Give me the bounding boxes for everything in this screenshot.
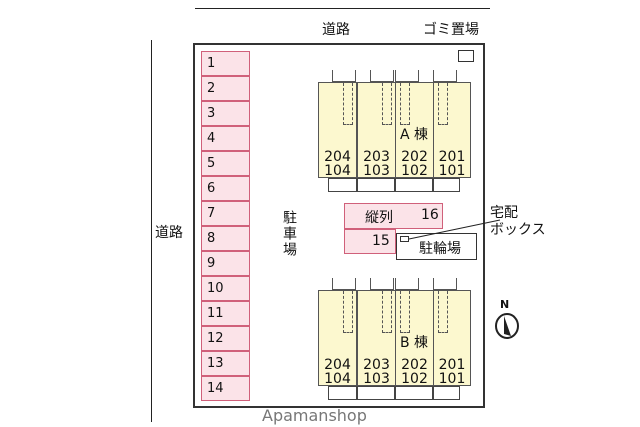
parking-slot: 4 — [201, 126, 250, 151]
unit-lower: 104 — [324, 371, 351, 387]
notch — [332, 70, 356, 82]
slot-number: 13 — [207, 356, 224, 371]
slot-number: 16 — [421, 207, 439, 223]
unit-upper: 203 — [363, 357, 390, 373]
balcony — [395, 386, 433, 400]
unit-upper: 202 — [401, 357, 428, 373]
parking-slot: 1 — [201, 51, 250, 76]
garbage-area — [458, 50, 474, 62]
unit: 203 103 — [357, 82, 396, 178]
parking-slot: 3 — [201, 101, 250, 126]
unit-lower: 103 — [363, 163, 390, 179]
slot-number: 9 — [207, 256, 216, 271]
unit: 204 104 — [318, 290, 357, 386]
balcony — [328, 386, 357, 400]
parking-slot: 9 — [201, 251, 250, 276]
balcony — [357, 386, 395, 400]
unit-upper: 201 — [438, 357, 466, 373]
parking-slot: 14 — [201, 376, 250, 401]
slot-number: 7 — [207, 206, 216, 221]
notch — [370, 278, 394, 290]
unit-lower: 103 — [363, 371, 390, 387]
slot-number: 15 — [372, 233, 390, 249]
unit: 203 103 — [357, 290, 396, 386]
unit-upper: 204 — [324, 149, 351, 165]
stair-outline — [438, 291, 448, 333]
unit: 204 104 — [318, 82, 357, 178]
unit: 202 102 — [395, 82, 434, 178]
notch — [332, 278, 356, 290]
bicycle-label: 駐輪場 — [419, 241, 461, 257]
parking-slot: 11 — [201, 301, 250, 326]
slot-number: 8 — [207, 231, 216, 246]
road-label-top: 道路 — [322, 22, 350, 38]
unit-lower: 101 — [438, 163, 466, 179]
site-boundary — [193, 43, 485, 408]
parking-slot: 12 — [201, 326, 250, 351]
stair-outline — [343, 83, 353, 125]
stair-outline — [382, 83, 392, 125]
garbage-label: ゴミ置場 — [423, 22, 479, 38]
building-name: A 棟 — [400, 127, 429, 143]
notch — [395, 70, 419, 82]
slot-number: 5 — [207, 156, 216, 171]
unit-upper: 203 — [363, 149, 390, 165]
balcony — [357, 178, 395, 192]
stair-outline — [438, 83, 448, 125]
balcony — [395, 178, 433, 192]
unit-lower: 104 — [324, 163, 351, 179]
unit-lower: 101 — [438, 371, 466, 387]
tandem-label: 縦列 — [365, 210, 393, 226]
slot-number: 12 — [207, 331, 224, 346]
parking-slot: 8 — [201, 226, 250, 251]
notch — [433, 70, 457, 82]
parking-slot: 5 — [201, 151, 250, 176]
slot-number: 11 — [207, 306, 224, 321]
parking-slot: 10 — [201, 276, 250, 301]
notch — [370, 70, 394, 82]
unit-lower: 102 — [401, 163, 428, 179]
slot-number: 14 — [207, 381, 224, 396]
balcony — [433, 178, 460, 192]
slot-number: 2 — [207, 81, 216, 96]
slot-number: 1 — [207, 56, 216, 71]
parking-label: 駐車場 — [281, 210, 297, 258]
parking-slot: 13 — [201, 351, 250, 376]
slot-number: 4 — [207, 131, 216, 146]
road-label-left: 道路 — [155, 225, 183, 241]
tandem-slot-15: 15 — [344, 229, 396, 254]
watermark: Apamanshop — [262, 406, 367, 425]
unit-upper: 202 — [401, 149, 428, 165]
unit-upper: 201 — [438, 149, 466, 165]
slot-number: 10 — [207, 281, 224, 296]
bicycle-parking: 駐輪場 — [396, 233, 477, 260]
parking-slot: 7 — [201, 201, 250, 226]
unit: 201 101 — [433, 82, 471, 178]
building-name: B 棟 — [400, 335, 429, 351]
unit-lower: 102 — [401, 371, 428, 387]
parking-slot: 6 — [201, 176, 250, 201]
stair-outline — [400, 291, 410, 333]
notch — [395, 278, 419, 290]
leader-line — [408, 219, 501, 240]
slot-number: 6 — [207, 181, 216, 196]
notch — [433, 278, 457, 290]
balcony — [328, 178, 357, 192]
slot-number: 3 — [207, 106, 216, 121]
compass-icon — [493, 312, 521, 340]
tandem-slot-16: 縦列 16 — [344, 203, 443, 229]
compass-north: N — [500, 298, 510, 311]
stair-outline — [343, 291, 353, 333]
parking-slot: 2 — [201, 76, 250, 101]
road-edge-left — [151, 40, 152, 422]
unit-upper: 204 — [324, 357, 351, 373]
delivery-box-label: 宅配 ボックス — [490, 205, 546, 238]
road-edge-top — [195, 8, 490, 9]
stair-outline — [400, 83, 410, 125]
balcony — [433, 386, 460, 400]
unit: 201 101 — [433, 290, 471, 386]
stair-outline — [382, 291, 392, 333]
delivery-box — [400, 236, 409, 242]
